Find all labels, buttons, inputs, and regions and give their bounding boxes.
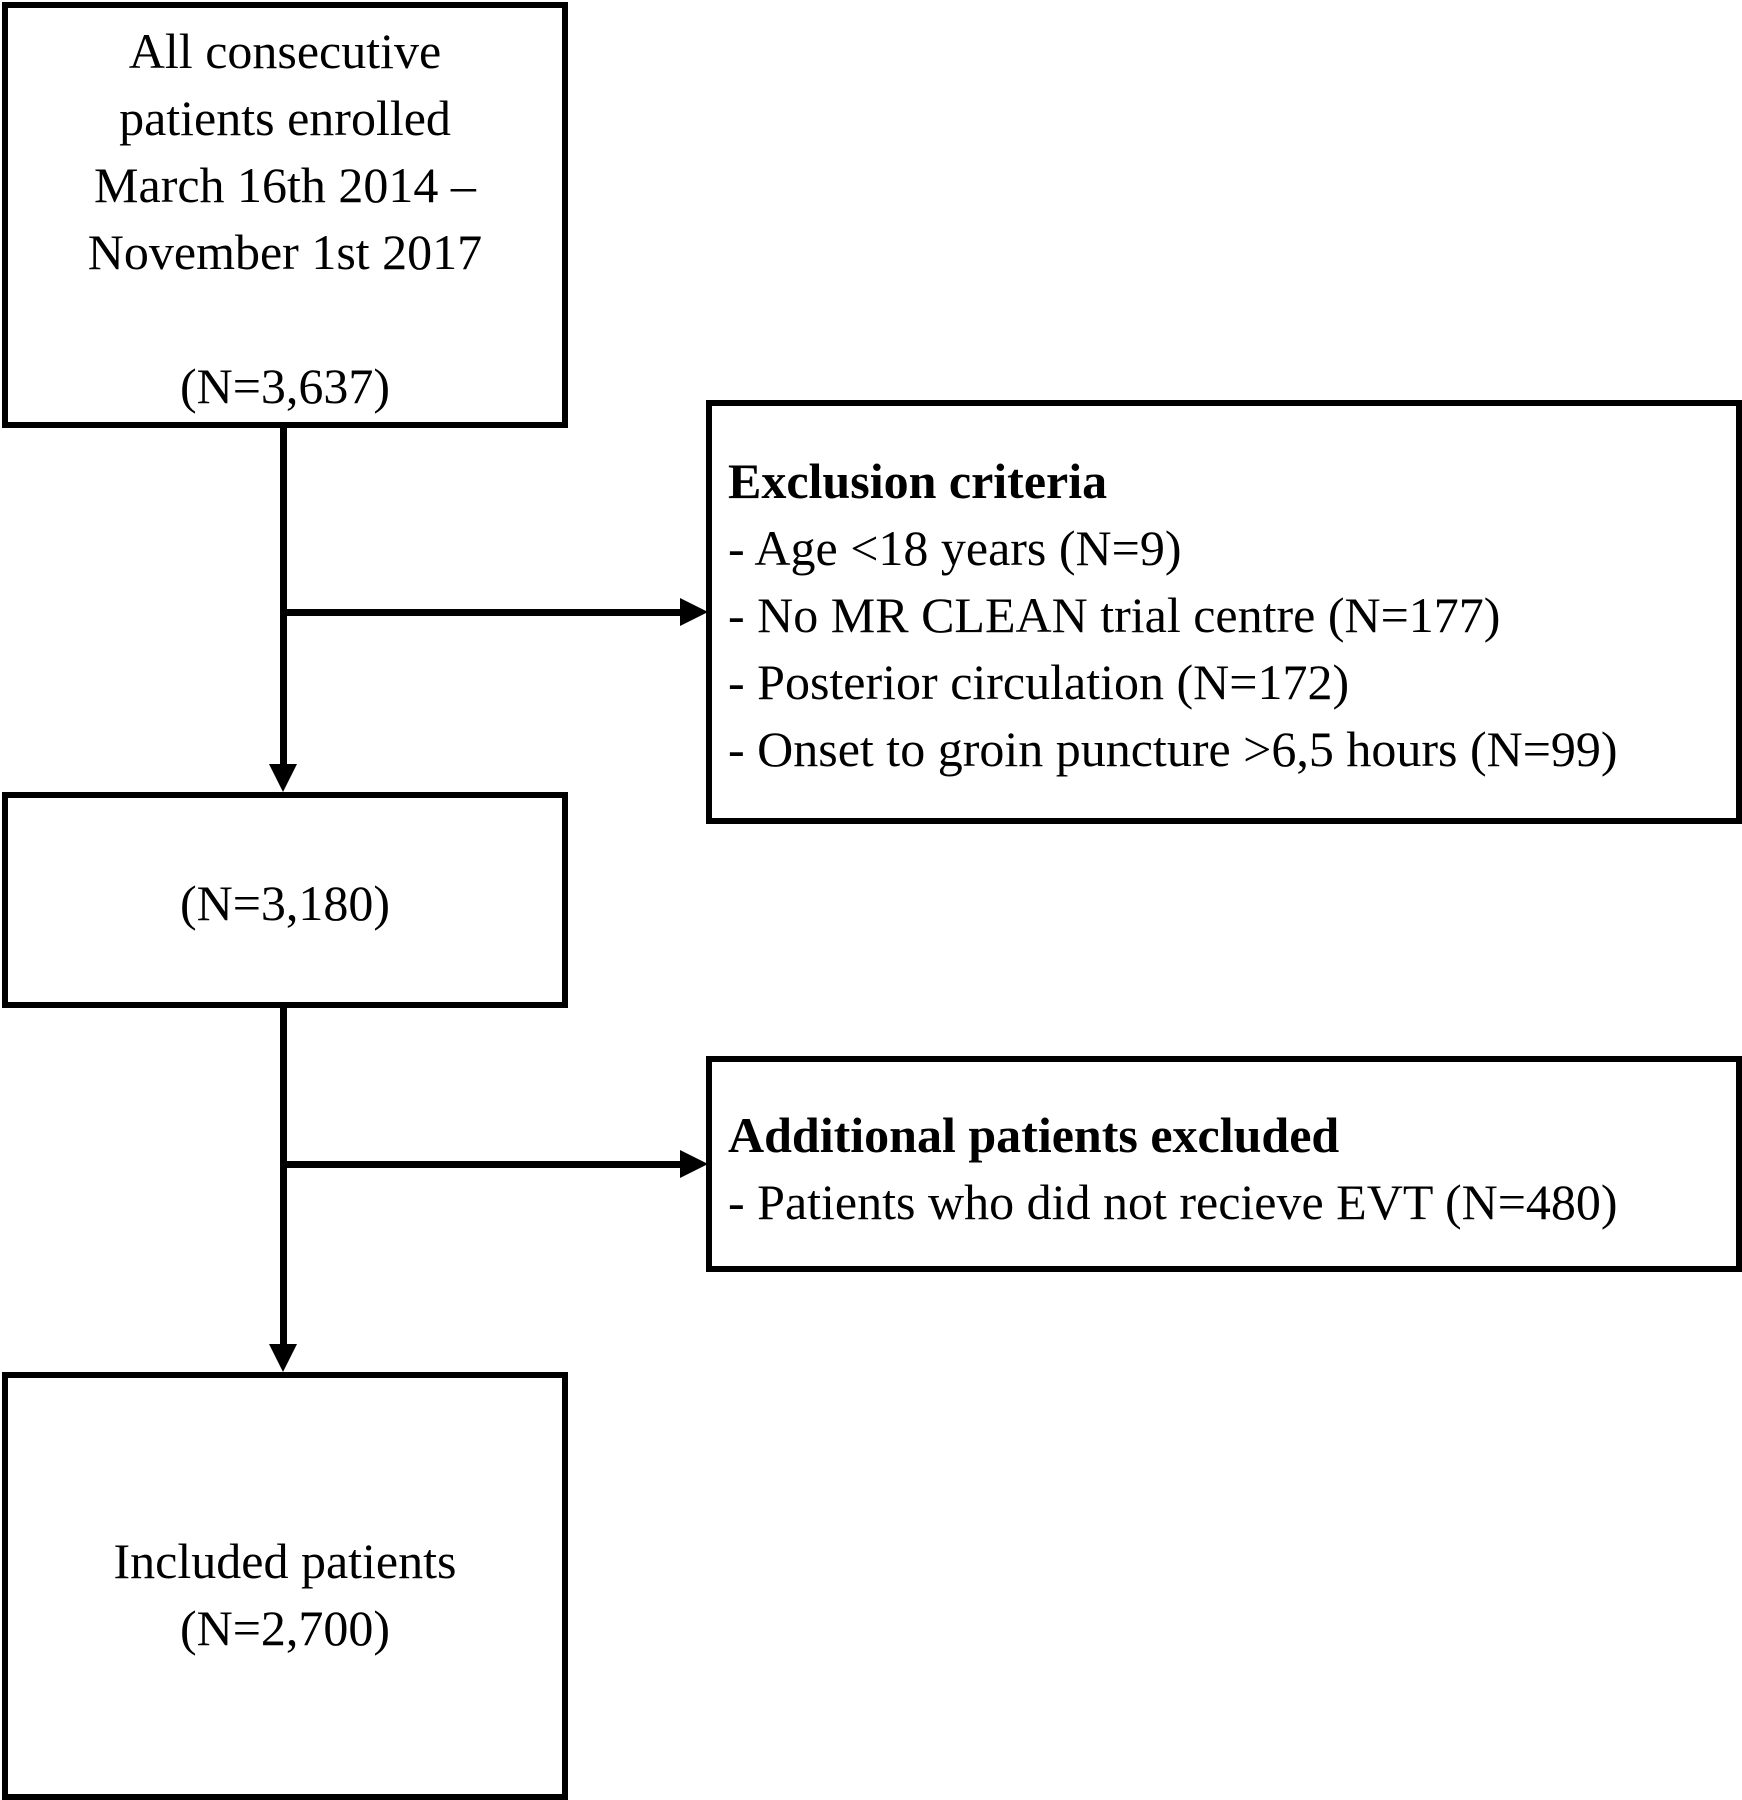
connector-horizontal-2 bbox=[283, 1161, 683, 1168]
additional-item: - Patients who did not recieve EVT (N=48… bbox=[728, 1174, 1618, 1230]
included-count: (N=2,700) bbox=[179, 1600, 391, 1656]
exclusion-item: - Age <18 years (N=9) bbox=[728, 520, 1182, 576]
exclusion-item: - No MR CLEAN trial centre (N=177) bbox=[728, 587, 1501, 643]
exclusion-item: - Posterior circulation (N=172) bbox=[728, 654, 1350, 710]
connector-vertical-1 bbox=[280, 428, 287, 764]
arrow-right-2 bbox=[680, 1150, 708, 1178]
arrow-right-1 bbox=[680, 598, 708, 626]
enrolled-line-3: March 16th 2014 – bbox=[94, 157, 476, 213]
arrow-down-2 bbox=[269, 1344, 297, 1372]
exclusion-item: - Onset to groin puncture >6,5 hours (N=… bbox=[728, 721, 1618, 777]
connector-vertical-2 bbox=[280, 1008, 287, 1344]
remaining-patients-box: (N=3,180) bbox=[2, 792, 568, 1008]
additional-title: Additional patients excluded bbox=[728, 1107, 1340, 1163]
remaining-count: (N=3,180) bbox=[179, 875, 391, 931]
additional-excluded-box: Additional patients excluded - Patients … bbox=[706, 1056, 1742, 1272]
connector-horizontal-1 bbox=[283, 609, 683, 616]
enrolled-patients-box: All consecutive patients enrolled March … bbox=[2, 2, 568, 428]
included-label: Included patients bbox=[113, 1533, 457, 1589]
enrolled-line-4: November 1st 2017 bbox=[87, 224, 483, 280]
exclusion-criteria-box: Exclusion criteria - Age <18 years (N=9)… bbox=[706, 400, 1742, 824]
enrolled-line-1: All consecutive bbox=[128, 23, 442, 79]
enrolled-spacer bbox=[8, 286, 562, 353]
included-patients-box: Included patients (N=2,700) bbox=[2, 1372, 568, 1800]
enrolled-count: (N=3,637) bbox=[179, 358, 391, 414]
enrolled-line-2: patients enrolled bbox=[119, 90, 451, 146]
arrow-down-1 bbox=[269, 764, 297, 792]
exclusion-title: Exclusion criteria bbox=[728, 453, 1108, 509]
